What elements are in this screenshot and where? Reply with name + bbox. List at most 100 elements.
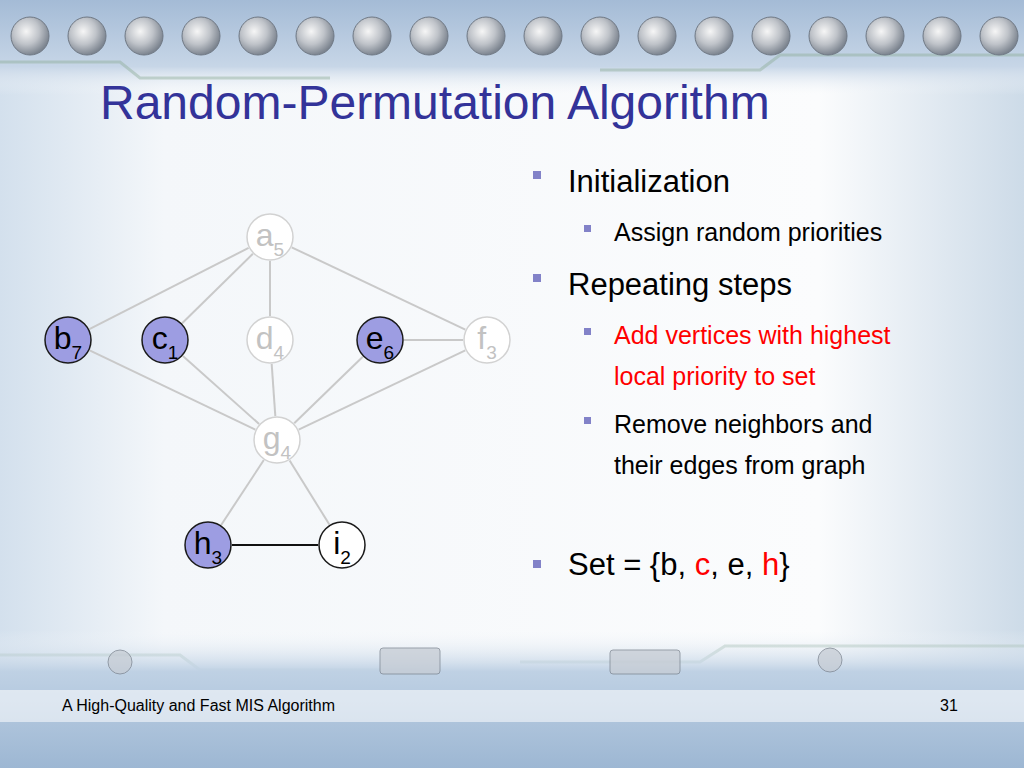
vertex-circle [185,522,231,568]
bottom-band [0,630,1024,768]
graph-edge [269,261,271,316]
pin [524,17,562,55]
vertex-circle [45,317,91,363]
vertex-priority: 5 [274,239,285,260]
pin [239,17,277,55]
pin [410,17,448,55]
vertex-name: e [366,320,384,356]
vertex-name: c [152,320,168,356]
bullet-square [584,328,591,335]
bullet-square [584,225,591,232]
footer-text: A High-Quality and Fast MIS Algorithm [62,696,335,716]
pin [695,17,733,55]
set-line: Set = {b,c, e,h} [568,545,790,585]
vertex-node: d4 [246,316,294,364]
vertex-node: h3 [184,521,232,569]
vertex-label: e6 [366,324,394,356]
vertex-node: a5 [246,213,294,261]
bullet-square [584,417,591,424]
set-text: } [779,547,789,582]
pin [296,17,334,55]
pin [353,17,391,55]
pin [818,648,842,672]
chip [610,650,680,674]
graph-edge [404,339,463,341]
bullet-text: Repeating steps [568,265,792,305]
footer-bar [0,690,1024,722]
sub-bullet-text: Add vertices with highest local priority… [614,315,914,397]
vertex-circle [357,317,403,363]
vertex-label: g4 [263,424,291,456]
vertex-priority: 7 [72,342,83,363]
vertex-node: f3 [463,316,511,364]
vertex-circle [254,417,300,463]
vertex-node: e6 [356,316,404,364]
circuit-trace [0,62,330,78]
set-text: Set = {b, [568,547,686,582]
pin [980,17,1018,55]
graph-edge [294,357,363,424]
pin [923,17,961,55]
bullet-markers [533,171,591,568]
graph-edge [182,254,253,323]
bullet-square [533,274,541,282]
graph-edge [232,544,318,546]
pin [11,17,49,55]
vertex-priority: 2 [340,547,351,568]
pin [108,650,132,674]
pin [638,17,676,55]
vertex-label: f3 [477,324,496,356]
bullet-text: Initialization [568,162,730,202]
pin-row [11,17,1018,55]
vertex-name: b [54,320,72,356]
vertex-circle [464,317,510,363]
pin [182,17,220,55]
circuit-trace [600,55,1024,70]
slide-title: Random-Permutation Algorithm [100,76,770,130]
pin [752,17,790,55]
vertex-name: g [263,420,281,456]
bullet-square [533,560,541,568]
slide-number: 31 [940,696,958,716]
vertex-node: g4 [253,416,301,464]
vertex-node: i2 [318,521,366,569]
vertex-priority: 3 [212,547,223,568]
vertex-label: c1 [152,324,179,356]
pin [866,17,904,55]
vertex-circle [142,317,188,363]
vertex-priority: 4 [281,442,292,463]
vertex-name: h [194,525,212,561]
pin [125,17,163,55]
vertex-priority: 1 [168,342,179,363]
vertex-label: b7 [54,324,82,356]
vertex-priority: 3 [486,342,497,363]
pin [809,17,847,55]
pin [467,17,505,55]
vertex-name: f [477,320,486,356]
chip-row [108,648,842,674]
graph-edge [221,460,264,525]
vertex-circle [247,317,293,363]
vertex-label: d4 [256,324,284,356]
vertex-node: c1 [141,316,189,364]
sub-bullet-text: Assign random priorities [614,212,914,253]
sub-bullet-text: Remove neighbors and their edges from gr… [614,404,914,486]
vertex-name: d [256,320,274,356]
vertex-label: a5 [256,221,284,253]
pin [68,17,106,55]
vertex-label: h3 [194,529,222,561]
chip [380,648,440,674]
bullet-square [533,171,541,179]
set-member: h [762,547,779,582]
vertex-name: a [256,217,274,253]
vertex-name: i [333,525,340,561]
vertex-priority: 4 [274,342,285,363]
graph-edge [290,460,330,524]
graph-edge [183,356,259,424]
vertex-circle [319,522,365,568]
vertex-circle [247,214,293,260]
vertex-priority: 6 [384,342,395,363]
graph-edge [272,364,276,416]
